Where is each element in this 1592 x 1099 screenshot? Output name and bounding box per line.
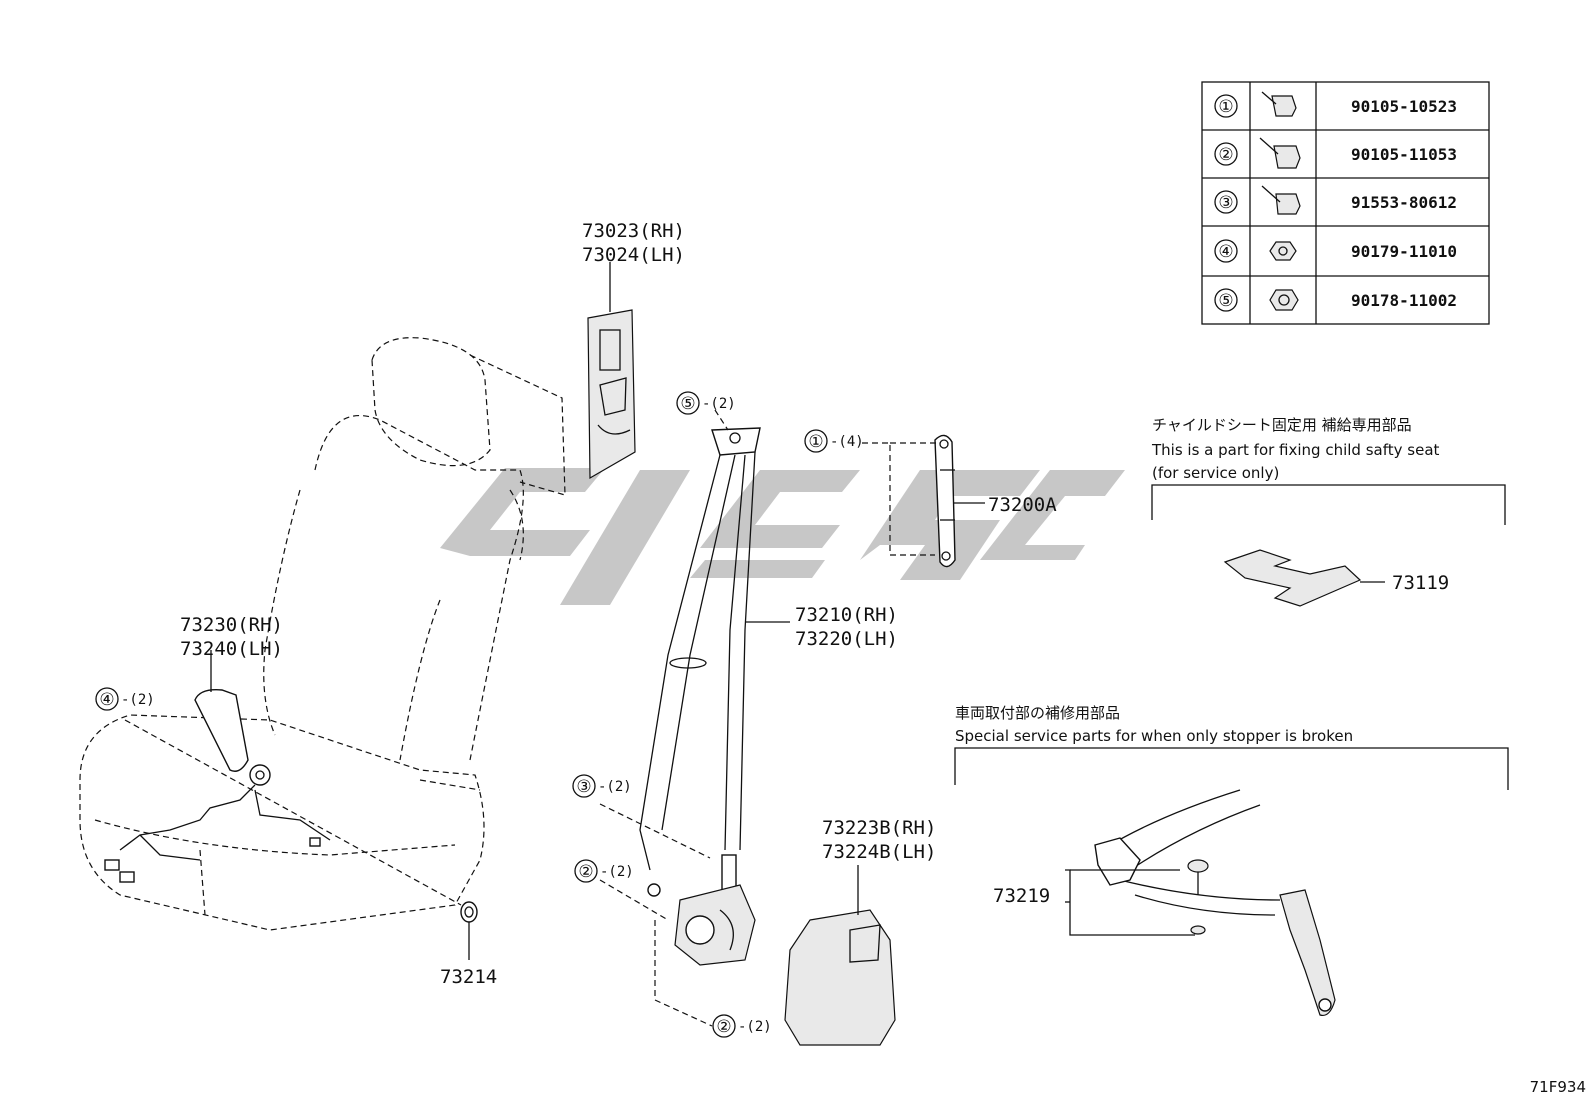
row-ref: ③ — [1218, 193, 1233, 213]
table-row: ② 90105-11053 — [1214, 137, 1457, 169]
buckle-assembly — [104, 650, 331, 883]
note-stopper-jp: 車両取付部の補修用部品 — [955, 704, 1120, 722]
bolt-icon — [1259, 137, 1301, 169]
table-row: ① 90105-10523 — [1214, 91, 1457, 118]
callout-qty: -(2) — [598, 779, 632, 795]
pillar-cover-part — [587, 262, 636, 480]
stopper-part — [954, 747, 1509, 1017]
row-part-number: 91553-80612 — [1351, 193, 1457, 212]
callout-2b: ② -(2) — [712, 1014, 772, 1038]
label-buckle-lh: 73240(LH) — [180, 638, 283, 660]
label-washer: 73214 — [440, 966, 497, 988]
table-border — [1201, 81, 1490, 325]
callout-ref: ③ — [576, 777, 591, 797]
fastener-table: ① 90105-10523 ② 90105-11053 ③ — [1201, 81, 1490, 325]
callout-leaders — [599, 409, 729, 1027]
callout-qty: -(2) — [702, 396, 736, 412]
label-pillar-cover-rh: 73023(RH) — [582, 220, 685, 242]
seat-outline — [79, 337, 566, 931]
row-ref: ① — [1218, 97, 1233, 117]
label-child-seat-bracket: 73119 — [1392, 572, 1449, 594]
row-part-number: 90105-10523 — [1351, 97, 1457, 116]
row-ref: ④ — [1218, 242, 1233, 262]
row-ref: ② — [1218, 145, 1233, 165]
callout-ref: ① — [808, 432, 823, 452]
label-pillar-cover-lh: 73024(LH) — [582, 244, 685, 266]
watermark-logo — [440, 468, 1125, 605]
callout-qty: -(4) — [830, 434, 864, 450]
table-row: ③ 91553-80612 — [1214, 185, 1457, 215]
label-belt-rh: 73210(RH) — [795, 604, 898, 626]
bolt-icon — [1261, 91, 1297, 117]
row-ref: ⑤ — [1218, 291, 1233, 311]
callout-ref: ② — [716, 1017, 731, 1037]
label-cover-rh: 73223B(RH) — [822, 817, 936, 839]
callout-1: ① -(4) — [804, 429, 864, 453]
callout-ref: ② — [578, 862, 593, 882]
callout-ref: ⑤ — [680, 394, 695, 414]
callout-2a: ② -(2) — [574, 859, 634, 883]
table-row: ⑤ 90178-11002 — [1214, 288, 1457, 312]
child-seat-bracket-part — [1151, 484, 1506, 607]
label-anchor-adjuster: 73200A — [988, 494, 1057, 516]
label-belt-lh: 73220(LH) — [795, 628, 898, 650]
label-buckle-rh: 73230(RH) — [180, 614, 283, 636]
callout-qty: -(2) — [121, 692, 155, 708]
belt-cover-part — [784, 865, 896, 1046]
nut-icon — [1269, 241, 1297, 261]
label-cover-lh: 73224B(LH) — [822, 841, 936, 863]
nut-icon — [1269, 289, 1299, 311]
callout-qty: -(2) — [738, 1019, 772, 1035]
row-part-number: 90179-11010 — [1351, 242, 1457, 261]
note-child-seat-en: This is a part for fixing child safty se… — [1151, 441, 1440, 459]
seat-belt-webbing — [639, 427, 790, 897]
callout-4: ④ -(2) — [95, 687, 155, 711]
callout-5: ⑤ -(2) — [676, 391, 736, 415]
table-row: ④ 90179-11010 — [1214, 239, 1457, 263]
callout-3: ③ -(2) — [572, 774, 632, 798]
callout-qty: -(2) — [600, 864, 634, 880]
callout-ref: ④ — [99, 690, 114, 710]
row-part-number: 90178-11002 — [1351, 291, 1457, 310]
note-child-seat-service: (for service only) — [1152, 464, 1279, 482]
row-part-number: 90105-11053 — [1351, 145, 1457, 164]
label-stopper: 73219 — [993, 885, 1050, 907]
figure-id: 71F934 — [1530, 1078, 1586, 1096]
note-child-seat-jp: チャイルドシート固定用 補給専用部品 — [1152, 416, 1412, 434]
anchor-adjuster-part — [862, 434, 985, 568]
washer-part — [124, 719, 478, 960]
note-stopper-en: Special service parts for when only stop… — [955, 727, 1353, 745]
bolt-icon — [1261, 185, 1301, 215]
retractor-part — [674, 854, 756, 966]
